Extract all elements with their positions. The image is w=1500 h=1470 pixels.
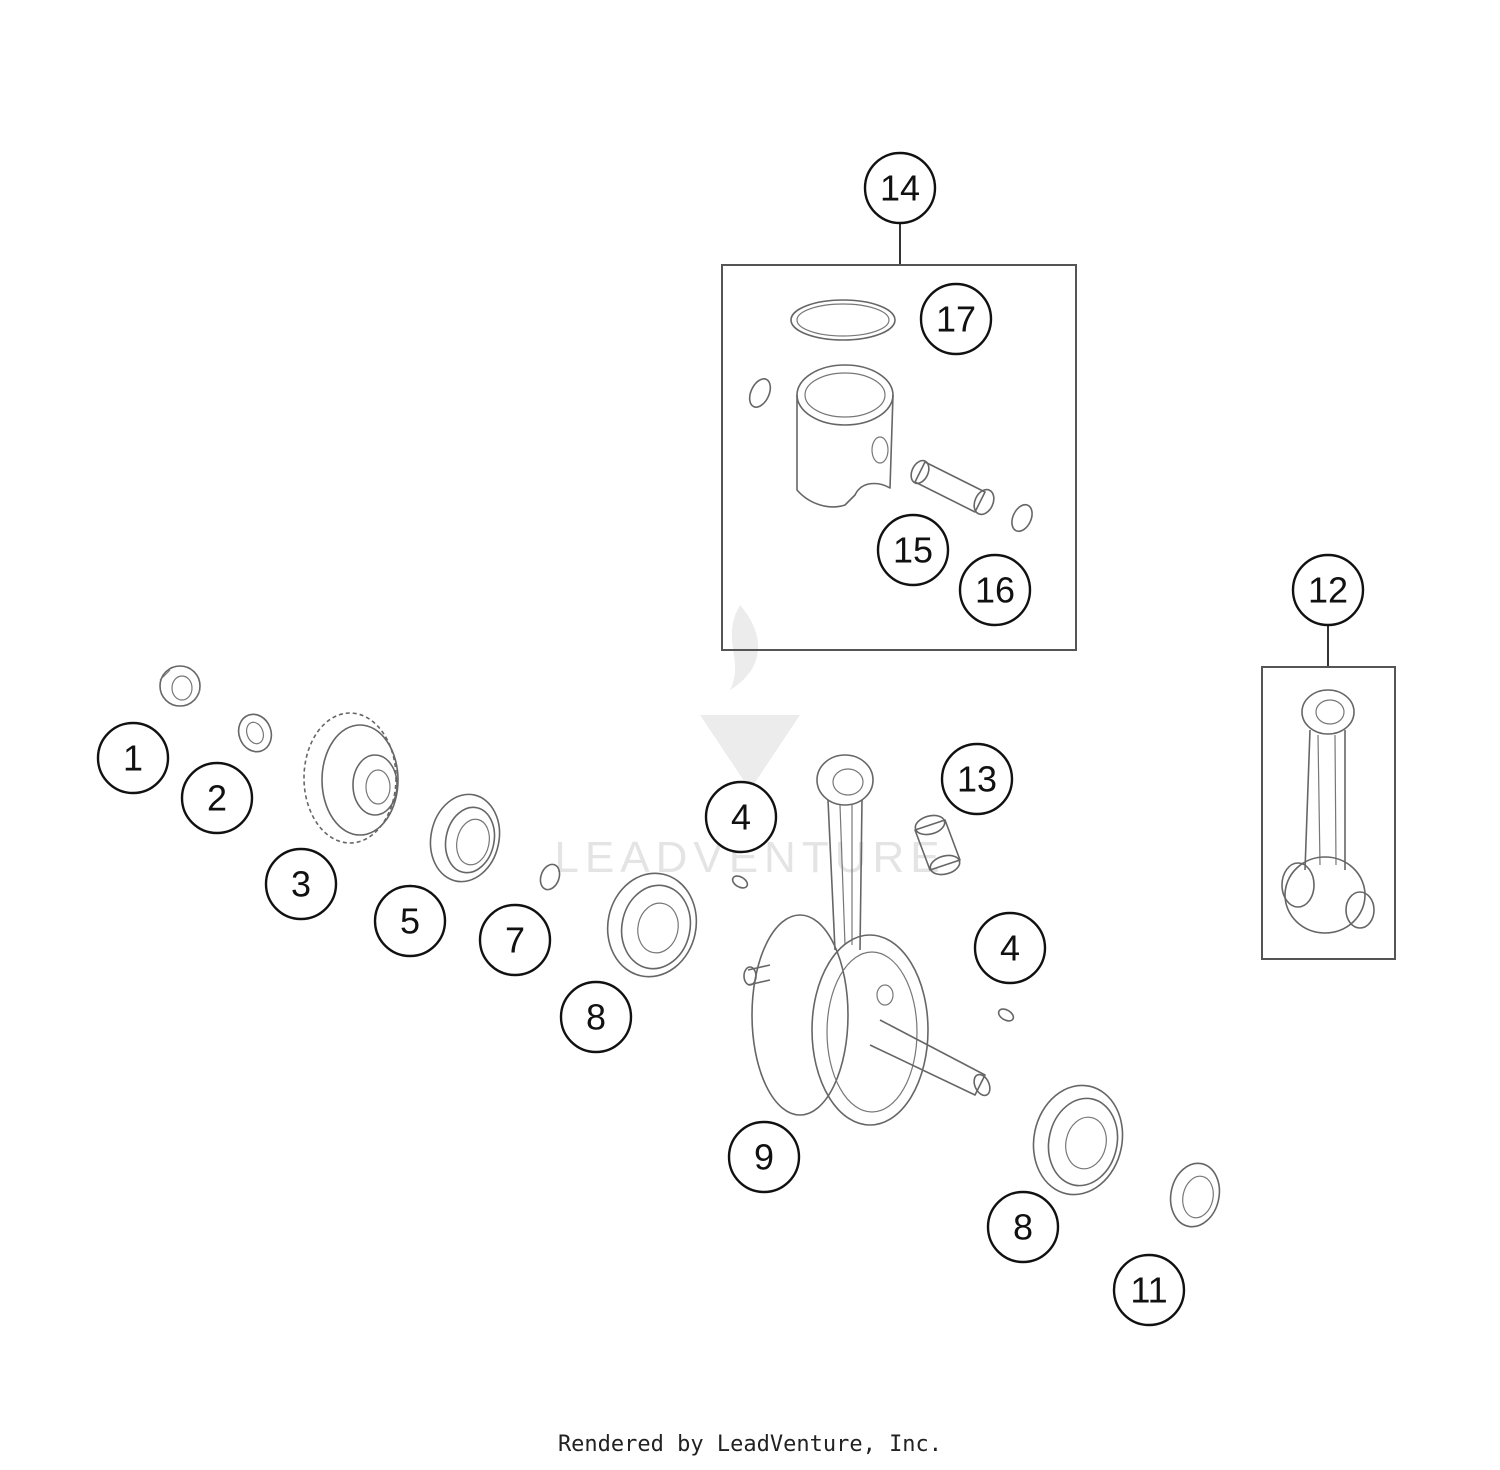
svg-text:16: 16 bbox=[975, 570, 1015, 611]
callout-11: 11 bbox=[1112, 1253, 1186, 1327]
callout-16: 16 bbox=[958, 553, 1032, 627]
crankshaft-part bbox=[743, 754, 991, 1126]
piston-part bbox=[796, 364, 894, 508]
svg-text:14: 14 bbox=[880, 168, 920, 209]
woodruff-key-part bbox=[731, 875, 749, 889]
svg-text:13: 13 bbox=[957, 759, 997, 800]
svg-text:7: 7 bbox=[505, 920, 525, 961]
callout-17: 17 bbox=[919, 282, 993, 356]
svg-text:8: 8 bbox=[1013, 1207, 1033, 1248]
callout-3: 3 bbox=[264, 847, 338, 921]
piston-kit-group bbox=[721, 222, 1077, 651]
woodruff-key-part-2 bbox=[997, 1008, 1015, 1022]
svg-text:4: 4 bbox=[1000, 928, 1020, 969]
circlip-part-2 bbox=[1011, 503, 1033, 533]
footer-credit: Rendered by LeadVenture, Inc. bbox=[557, 1432, 943, 1457]
callout-12: 12 bbox=[1291, 553, 1365, 627]
callout-14: 14 bbox=[863, 151, 937, 225]
callout-8-left: 8 bbox=[559, 980, 633, 1054]
oil-seal-small-part bbox=[1169, 1162, 1221, 1228]
svg-text:11: 11 bbox=[1130, 1270, 1167, 1311]
svg-text:4: 4 bbox=[731, 797, 751, 838]
svg-text:9: 9 bbox=[754, 1137, 774, 1178]
callout-15: 15 bbox=[876, 513, 950, 587]
svg-text:1: 1 bbox=[123, 738, 143, 779]
shim-part bbox=[539, 863, 561, 891]
svg-text:3: 3 bbox=[291, 864, 311, 905]
circlip-part bbox=[748, 378, 772, 408]
callout-5: 5 bbox=[373, 884, 447, 958]
callout-4-upper: 4 bbox=[704, 780, 778, 854]
callout-2: 2 bbox=[180, 761, 254, 835]
callout-9: 9 bbox=[727, 1120, 801, 1194]
svg-text:17: 17 bbox=[936, 299, 976, 340]
callout-13: 13 bbox=[940, 742, 1014, 816]
svg-text:5: 5 bbox=[400, 901, 420, 942]
main-bearing-part bbox=[606, 872, 698, 978]
svg-text:15: 15 bbox=[893, 530, 933, 571]
callout-8-right: 8 bbox=[986, 1190, 1060, 1264]
gear-part bbox=[303, 712, 399, 844]
con-rod-part bbox=[1281, 689, 1375, 934]
callout-7: 7 bbox=[478, 903, 552, 977]
piston-kit-box bbox=[721, 264, 1077, 651]
piston-ring-part bbox=[790, 299, 896, 341]
needle-bearing-part bbox=[914, 814, 961, 876]
con-rod-kit-box bbox=[1261, 666, 1396, 960]
svg-text:12: 12 bbox=[1308, 570, 1348, 611]
svg-text:2: 2 bbox=[207, 778, 227, 819]
main-bearing-part-2 bbox=[1032, 1084, 1124, 1196]
callout-4-lower: 4 bbox=[973, 911, 1047, 985]
svg-text:8: 8 bbox=[586, 997, 606, 1038]
bearing-small-part bbox=[159, 665, 201, 707]
piston-pin-part bbox=[910, 459, 995, 516]
callout-1: 1 bbox=[96, 721, 170, 795]
washer-part bbox=[237, 713, 273, 753]
con-rod-kit-group bbox=[1261, 624, 1396, 960]
oil-seal-part bbox=[429, 793, 501, 883]
